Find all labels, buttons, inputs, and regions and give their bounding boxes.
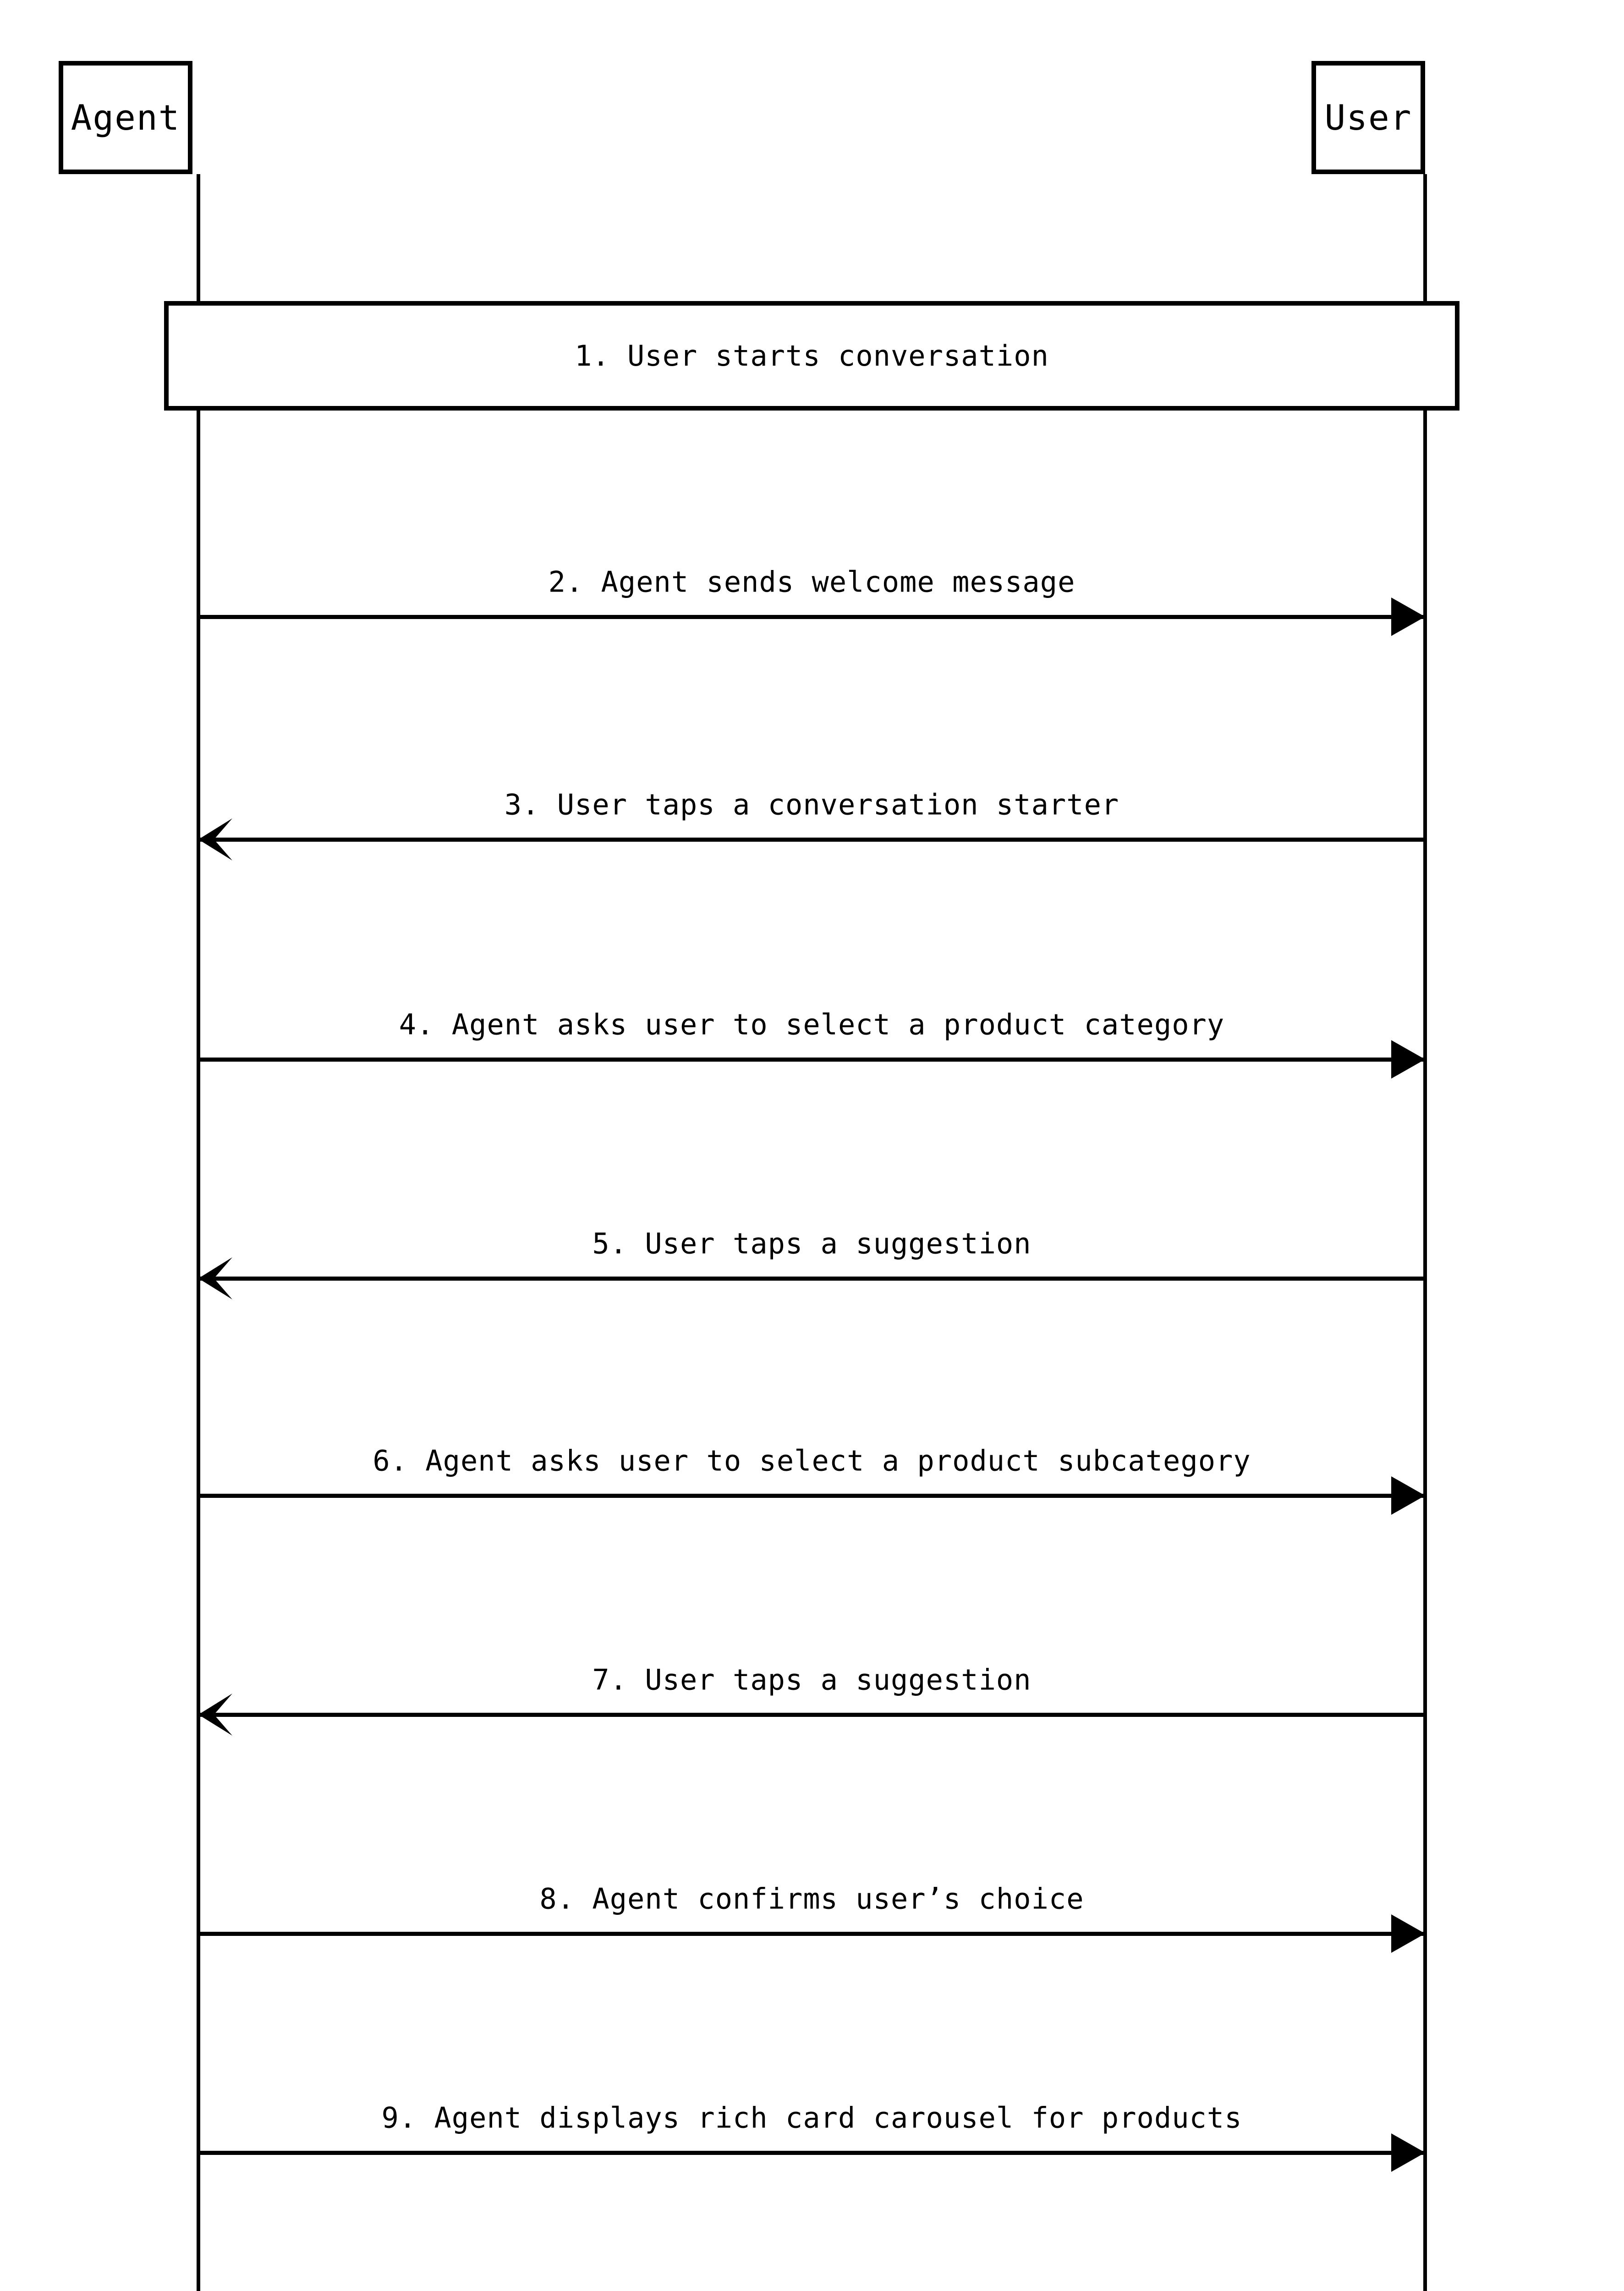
message-label-step-7: 7. User taps a suggestion: [592, 1663, 1031, 1697]
message-line-step-7: [198, 1713, 1425, 1717]
arrowhead-solid-triangle-step-9: [1391, 2129, 1425, 2176]
participant-box-header-agent: Agent: [59, 61, 192, 174]
message-label-step-5: 5. User taps a suggestion: [592, 1227, 1031, 1261]
message-label-step-3: 3. User taps a conversation starter: [504, 788, 1119, 822]
arrowhead-solid-triangle-step-2: [1391, 593, 1425, 641]
participant-box-header-user: User: [1311, 61, 1425, 174]
note-box-step-1: 1. User starts conversation: [164, 301, 1459, 411]
participant-label-user: User: [1324, 97, 1412, 138]
arrowhead-open-barb-step-5: [198, 1255, 232, 1302]
arrowhead-open-barb-step-7: [198, 1691, 232, 1738]
message-label-step-9: 9. Agent displays rich card carousel for…: [381, 2101, 1242, 2135]
participant-label-agent: Agent: [71, 97, 181, 138]
arrowhead-solid-triangle-step-6: [1391, 1472, 1425, 1519]
lifeline-user: [1423, 174, 1427, 2291]
arrowhead-open-barb-step-3: [198, 816, 232, 863]
message-label-step-8: 8. Agent confirms user’s choice: [539, 1882, 1084, 1916]
message-line-step-8: [198, 1932, 1425, 1936]
lifeline-agent: [197, 174, 200, 2291]
message-label-step-2: 2. Agent sends welcome message: [548, 565, 1075, 599]
message-line-step-5: [198, 1277, 1425, 1281]
message-line-step-3: [198, 838, 1425, 842]
arrowhead-solid-triangle-step-4: [1391, 1036, 1425, 1083]
message-line-step-6: [198, 1494, 1425, 1498]
arrowhead-solid-triangle-step-8: [1391, 1910, 1425, 1957]
message-line-step-2: [198, 615, 1425, 619]
message-label-step-6: 6. Agent asks user to select a product s…: [373, 1444, 1251, 1478]
note-label-step-1: 1. User starts conversation: [575, 339, 1049, 373]
message-line-step-4: [198, 1058, 1425, 1062]
message-line-step-9: [198, 2151, 1425, 2155]
message-label-step-4: 4. Agent asks user to select a product c…: [399, 1008, 1225, 1041]
